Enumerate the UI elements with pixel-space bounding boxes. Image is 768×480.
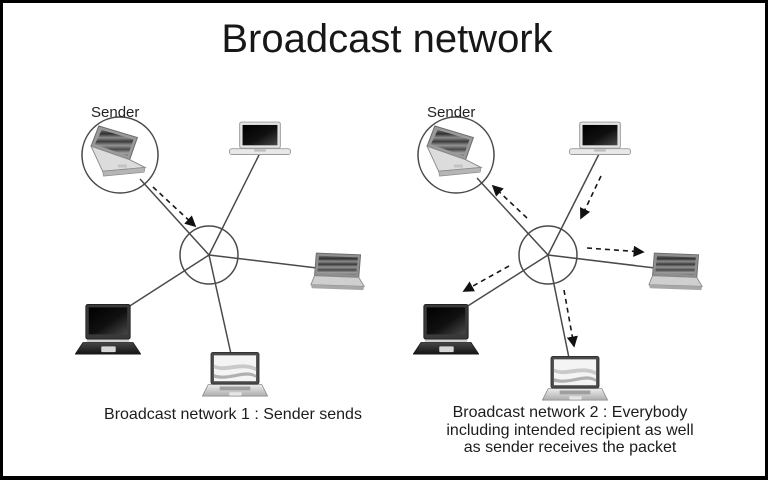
right-top-computer-icon: [569, 121, 631, 155]
right-packet-arrow-hub-to-bottomleft: [462, 265, 510, 292]
page-title: Broadcast network: [221, 17, 553, 61]
right-link-sender-hub: [476, 177, 549, 256]
sender-label-left: Sender: [91, 104, 140, 121]
right-link-bottomleft-hub: [462, 254, 549, 310]
left-diagram: [75, 116, 365, 397]
right-packet-arrow-top-to-hub: [580, 175, 602, 220]
left-top-computer-icon: [229, 121, 291, 155]
right-right-laptop-icon: [648, 252, 703, 291]
left-hub-circle: [179, 225, 239, 285]
left-right-laptop-icon: [310, 252, 365, 291]
left-sender-laptop-icon: [90, 125, 146, 177]
right-hub-circle: [518, 225, 578, 285]
right-link-right-hub: [547, 254, 656, 269]
caption-left: Broadcast network 1 : Sender sends: [104, 406, 362, 423]
left-link-bottomleft-hub: [124, 254, 210, 310]
caption-right-line-2: including intended recipient as well: [446, 421, 694, 439]
left-bottom-laptop-icon: [202, 352, 268, 397]
left-link-top-hub: [208, 152, 261, 256]
right-sender-circle: [417, 116, 495, 194]
left-packet-arrow-sender-to-hub: [152, 186, 197, 228]
right-bottom-left-laptop-icon: [413, 304, 479, 355]
left-sender-circle: [81, 116, 159, 194]
sender-label-right: Sender: [427, 104, 476, 121]
right-packet-arrow-hub-to-sender: [491, 184, 528, 219]
right-sender-laptop-icon: [426, 125, 482, 177]
right-diagram: [413, 116, 703, 401]
right-packet-arrow-hub-to-bottom: [563, 289, 578, 348]
left-link-sender-hub: [139, 178, 210, 256]
right-link-bottom-hub: [547, 254, 570, 359]
caption-right-line-3: as sender receives the packet: [463, 439, 677, 456]
left-bottom-left-laptop-icon: [75, 304, 141, 355]
left-link-right-hub: [208, 254, 318, 269]
right-link-top-hub: [547, 153, 600, 256]
left-link-bottom-hub: [208, 254, 232, 355]
right-bottom-laptop-icon: [542, 356, 608, 401]
caption-right: Broadcast network 2 : Everybody includin…: [410, 404, 730, 457]
network-diagrams: [75, 116, 703, 401]
caption-right-line-1: Broadcast network 2 : Everybody: [452, 404, 688, 421]
right-packet-arrow-hub-to-right: [586, 245, 645, 257]
